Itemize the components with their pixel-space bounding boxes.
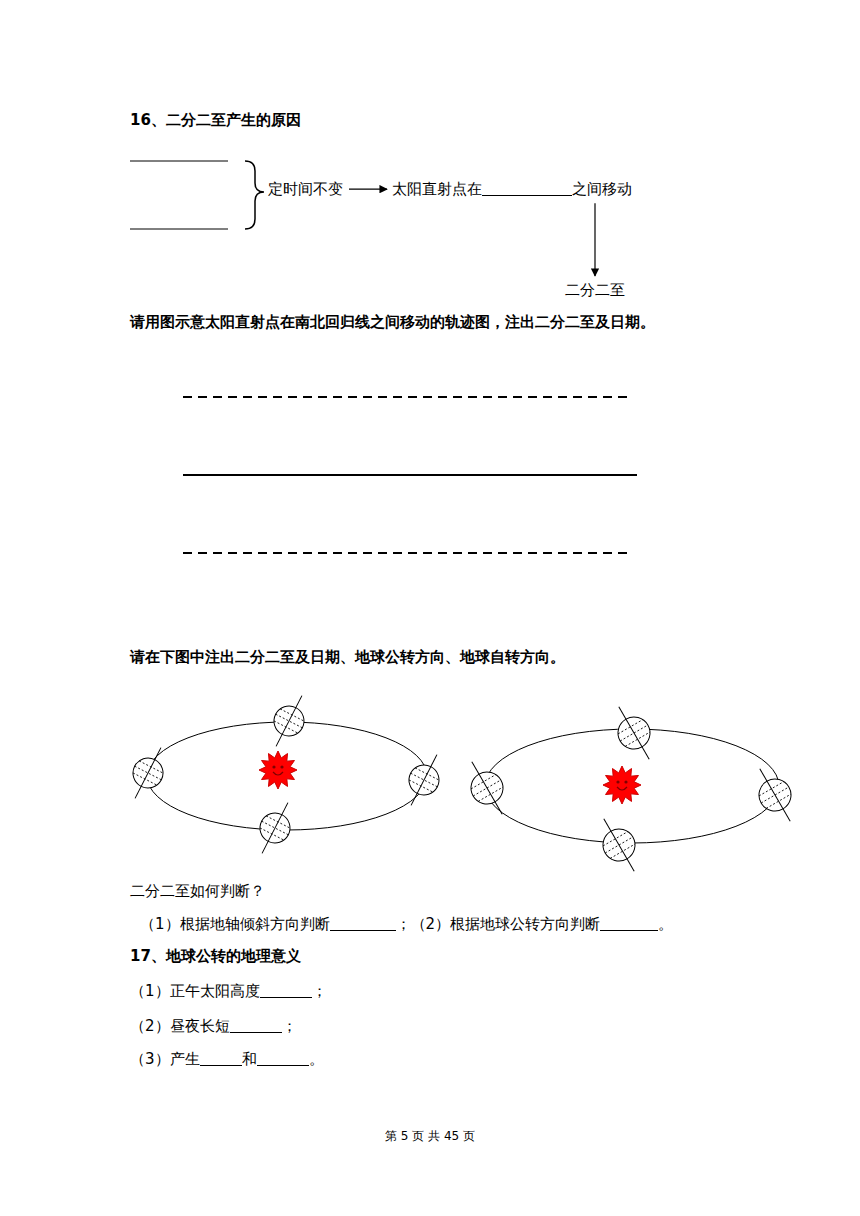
earth-axis: [135, 748, 161, 799]
text-line: （1）正午太阳高度 ；: [130, 981, 327, 1001]
text-line: 请在下图中注出二分二至及日期、地球公转方向、地球自转方向。: [130, 648, 565, 668]
text-line: （3）产生 和 。: [130, 1049, 324, 1069]
earth-globe: [746, 761, 804, 830]
answer-line: [130, 161, 228, 162]
answer-blank: [260, 982, 312, 998]
earth-globe: [122, 741, 175, 805]
earth-globe: [263, 689, 316, 753]
worksheet-text: 。: [309, 1050, 324, 1068]
answer-blank: [230, 1017, 282, 1033]
earth-axis: [760, 769, 790, 822]
sun-smile: [273, 772, 283, 775]
earth-globe: [590, 811, 648, 880]
worksheet-text: 请用图示意太阳直射点在南北回归线之间移动的轨迹图，注出二分二至及日期。: [130, 314, 655, 330]
worksheet-text: 二分二至如何判断？: [130, 882, 265, 900]
text-line: 16、二分二至产生的原因: [130, 110, 301, 130]
orbit-figures: [122, 689, 804, 880]
flow-text-node: 定时间不变: [266, 178, 345, 200]
earth-axis: [262, 803, 288, 854]
answer-blank: [330, 915, 396, 931]
flow-text-node: 太阳直射点在 之间移动: [390, 178, 634, 200]
node-text: 之间移动: [572, 180, 632, 198]
node-text: 定时间不变: [268, 180, 343, 198]
worksheet-text: 17、地球公转的地理意义: [130, 947, 301, 965]
answer-blank: [600, 915, 658, 931]
sun-eye: [280, 765, 283, 768]
worksheet-text: （2）昼夜长短: [130, 1017, 230, 1035]
curly-brace: [245, 161, 264, 229]
tropic-line: [183, 552, 630, 554]
worksheet-text: 。: [658, 915, 673, 933]
earth-globe: [458, 754, 516, 823]
worksheet-text: ；: [312, 982, 327, 1000]
worksheet-text: ；（2）根据地球公转方向判断: [396, 915, 601, 933]
flow-arrow: [349, 189, 387, 190]
answer-blank: [200, 1050, 242, 1066]
worksheet-text: （1）正午太阳高度: [130, 982, 260, 1000]
worksheet-text: 第 5 页 共 45 页: [385, 1129, 475, 1143]
sun-star: [259, 751, 297, 789]
sun-symbol: [259, 751, 297, 789]
worksheet-text: ；: [282, 1017, 297, 1035]
answer-line: [130, 229, 228, 230]
node-text: 太阳直射点在: [392, 180, 482, 198]
sun-star: [603, 766, 641, 804]
earth-axis: [619, 707, 649, 760]
sun-smile: [617, 787, 627, 790]
earth-axis: [472, 762, 502, 815]
earth-axis: [276, 696, 302, 747]
flow-text-node: 二分二至: [563, 279, 627, 301]
text-line: （1）根据地轴倾斜方向判断 ；（2）根据地球公转方向判断 。: [140, 914, 673, 934]
equator-line: [183, 474, 637, 476]
earth-globe: [249, 796, 302, 860]
node-text: 二分二至: [565, 281, 625, 299]
worksheet-text: （3）产生: [130, 1050, 200, 1068]
sun-eye: [624, 780, 627, 783]
earth-globe: [398, 748, 451, 812]
orbit-ellipse: [147, 722, 427, 830]
answer-blank: [482, 180, 572, 196]
sun-eye: [616, 780, 619, 783]
tropic-line: [183, 396, 630, 398]
earth-axis: [411, 755, 437, 806]
sun-symbol: [603, 766, 641, 804]
worksheet-text: （1）根据地轴倾斜方向判断: [140, 915, 330, 933]
earth-axis: [604, 819, 634, 872]
text-line: 二分二至如何判断？: [130, 881, 265, 901]
text-line: 请用图示意太阳直射点在南北回归线之间移动的轨迹图，注出二分二至及日期。: [130, 313, 655, 333]
text-line: （2）昼夜长短 ；: [130, 1016, 297, 1036]
worksheet-text: 16、二分二至产生的原因: [130, 111, 301, 129]
earth-globe: [605, 699, 663, 768]
sun-eye: [272, 765, 275, 768]
flow-arrow: [594, 203, 595, 276]
text-line: 17、地球公转的地理意义: [130, 946, 301, 966]
text-line: 第 5 页 共 45 页: [385, 1128, 475, 1144]
worksheet-text: 请在下图中注出二分二至及日期、地球公转方向、地球自转方向。: [130, 649, 565, 665]
worksheet-text: 和: [242, 1050, 257, 1068]
answer-blank: [257, 1050, 309, 1066]
